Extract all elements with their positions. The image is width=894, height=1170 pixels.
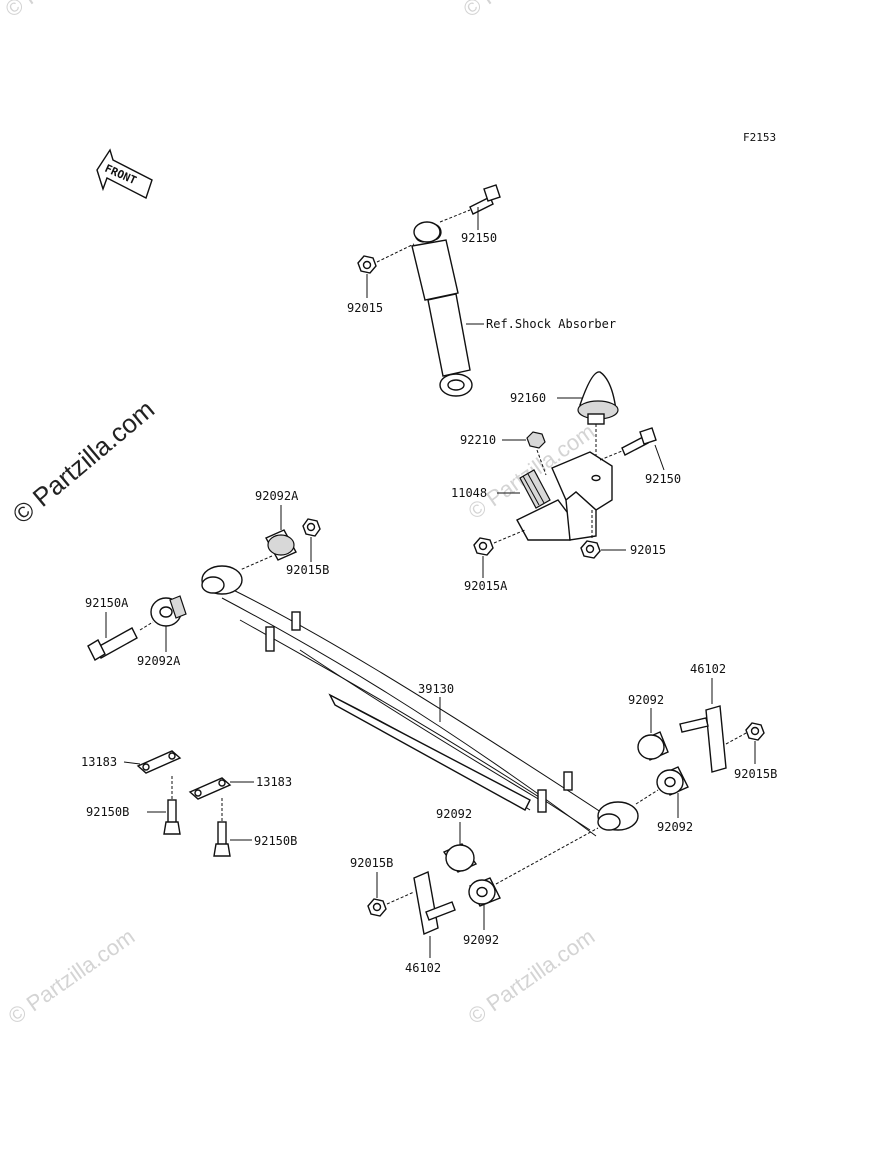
label-92150B-b: 92150B (254, 834, 297, 848)
bolt-92150B-a (147, 799, 181, 835)
nut-92015A (473, 529, 526, 578)
nut-92015B-top (302, 518, 321, 562)
label-46102-right: 46102 (690, 662, 726, 676)
nut-92015B-right (745, 722, 765, 764)
shackle-46102-bottom (413, 871, 456, 958)
faint-watermarks: © Partzilla.com © Partzilla.com © Partzi… (1, 0, 600, 1029)
label-92092A-left: 92092A (137, 654, 181, 668)
label-92015-top: 92015 (347, 301, 383, 315)
label-92150B-a: 92150B (86, 805, 129, 819)
bushing-92092A-left (139, 595, 187, 652)
label-92015B-top: 92015B (286, 563, 329, 577)
nut-92210 (502, 431, 547, 476)
bushing-92092-b2 (468, 827, 599, 930)
label-11048: 11048 (451, 486, 487, 500)
bushing-92092-b1 (442, 822, 478, 873)
shock-absorber (411, 221, 484, 397)
label-92092A-top: 92092A (255, 489, 299, 503)
label-92092-b1: 92092 (436, 807, 472, 821)
bracket-11048 (497, 451, 613, 541)
label-92150-mid: 92150 (645, 472, 681, 486)
nut-92015-mid (580, 510, 626, 559)
label-shock-absorber: Ref.Shock Absorber (486, 317, 616, 331)
label-92015-mid: 92015 (630, 543, 666, 557)
label-92092-r2: 92092 (657, 820, 693, 834)
watermark-top-left: © Partzilla.com (1, 0, 137, 22)
label-92092-r1: 92092 (628, 693, 664, 707)
bolt-92150A (87, 612, 138, 661)
label-92015A: 92015A (464, 579, 508, 593)
watermark-top-center: © Partzilla.com (459, 0, 595, 22)
label-39130: 39130 (418, 682, 454, 696)
bushing-92092A-top (239, 505, 297, 571)
leaf-spring-39130 (201, 565, 639, 837)
nut-92015B-bottom (367, 872, 415, 917)
bushing-92092-r1 (637, 708, 669, 761)
front-arrow-icon: FRONT (96, 148, 153, 199)
bolt-92150-top (439, 184, 501, 230)
plate-13183-b (188, 777, 254, 822)
watermark-bottom-left: © Partzilla.com (4, 924, 140, 1030)
label-13183-a: 13183 (81, 755, 117, 769)
label-92210: 92210 (460, 433, 496, 447)
shackle-46102-right (679, 678, 749, 773)
label-92150A: 92150A (85, 596, 129, 610)
label-92015B-right: 92015B (734, 767, 777, 781)
label-92150-top: 92150 (461, 231, 497, 245)
label-46102-bottom: 46102 (405, 961, 441, 975)
bolt-92150B-b (213, 821, 252, 857)
figure-code: F2153 (743, 131, 776, 144)
partzilla-watermark: © Partzilla.com (7, 394, 160, 530)
bushing-92092-r2 (635, 766, 689, 818)
plate-13183-a (123, 750, 182, 800)
label-92092-b2: 92092 (463, 933, 499, 947)
callout-labels: Ref.Shock Absorber 92150 92015 92160 922… (81, 231, 777, 975)
label-13183-b: 13183 (256, 775, 292, 789)
label-92160: 92160 (510, 391, 546, 405)
bolt-92150-mid (599, 427, 665, 471)
label-92015B-bottom: 92015B (350, 856, 393, 870)
nut-92015-top (357, 243, 415, 298)
bump-stop-92160 (557, 371, 619, 460)
